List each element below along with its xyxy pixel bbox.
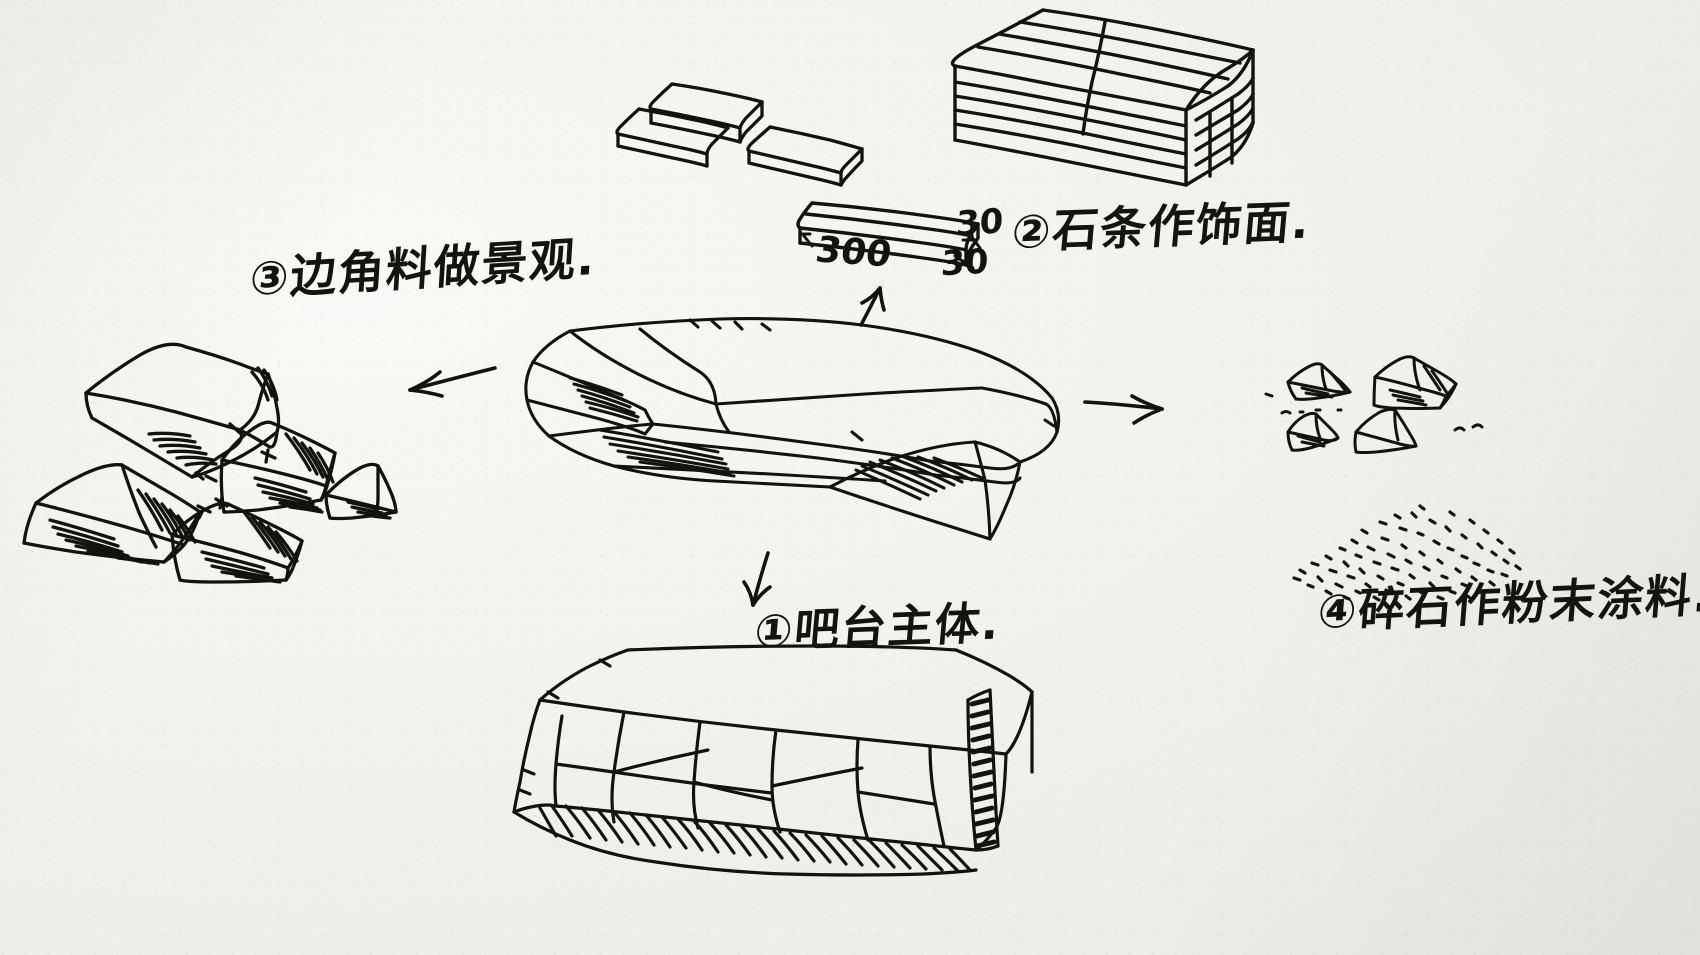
- offcut-fragment-2: [22, 463, 212, 566]
- offcut-fragment-r4: [1353, 407, 1418, 454]
- offcut-fragment-4: [170, 495, 304, 584]
- offcut-fragment-r1: [1372, 355, 1458, 410]
- annotation-label-2: ②石条作饰面.: [1009, 194, 1314, 260]
- dimension-length-300: 300: [812, 229, 895, 276]
- bar-counter-plan-massing: [524, 317, 1061, 541]
- offcut-dots-and-nicks: [1264, 392, 1484, 432]
- offcut-fragment-5: [324, 462, 398, 521]
- annotation-label-3: ③边角料做景观.: [248, 230, 598, 307]
- bar-counter-perspective: [512, 644, 1034, 877]
- offcut-fragment-3: [219, 420, 337, 514]
- dimension-depth-30: 30: [939, 241, 990, 285]
- annotation-label-1: ①吧台主体.: [752, 596, 1003, 659]
- offcut-fragment-r3: [1286, 411, 1340, 452]
- arrow-up: [859, 286, 886, 327]
- arrow-right: [1083, 394, 1164, 425]
- offcut-fragment-1: [84, 342, 281, 483]
- offcut-fragment-r2: [1286, 362, 1352, 401]
- stone-strip-small-a: [648, 82, 764, 144]
- dimension-height-30: 30: [955, 201, 1004, 245]
- stone-strip-small-c: [746, 125, 864, 187]
- arrow-left: [408, 366, 497, 398]
- stone-strip-small-b: [615, 107, 730, 168]
- stacked-slab-stack: [950, 8, 1255, 187]
- annotation-label-4: ④碎石作粉末涂料.: [1315, 567, 1700, 640]
